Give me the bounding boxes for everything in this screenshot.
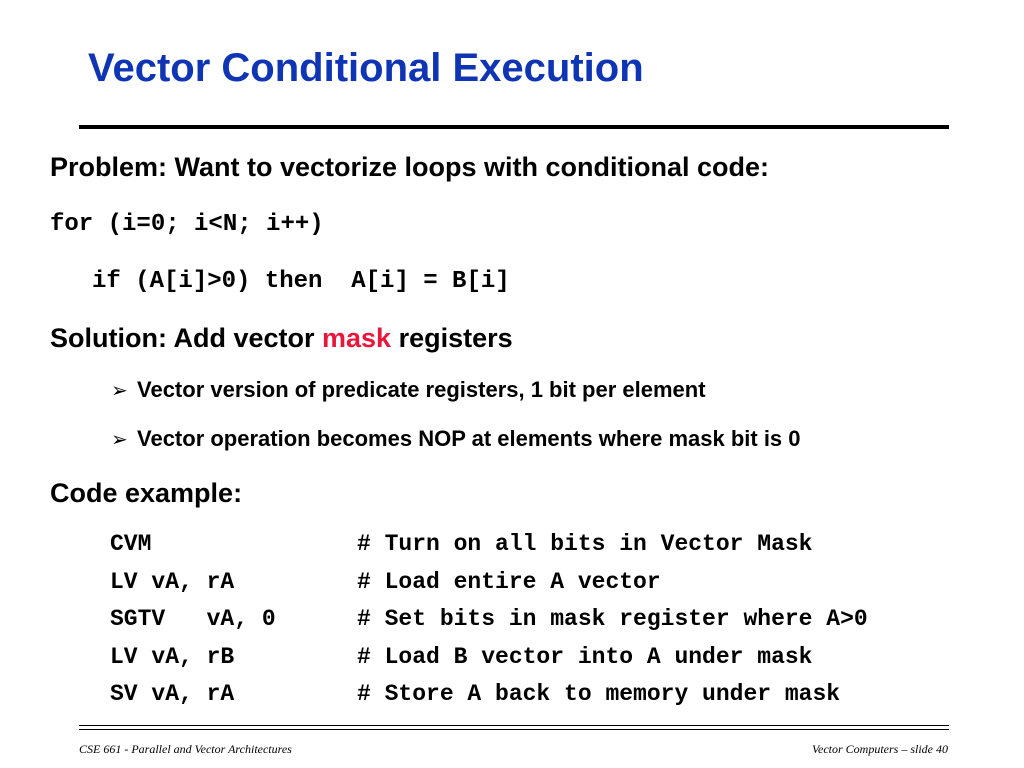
- footer-divider-bottom: [79, 729, 949, 730]
- solution-prefix: Solution: Add vector: [50, 323, 322, 353]
- footer-divider-top: [79, 725, 949, 726]
- loop-code-line-2: if (A[i]>0) then A[i] = B[i]: [92, 268, 510, 295]
- code-instruction: SGTV vA, 0: [110, 606, 276, 632]
- title-divider: [79, 125, 949, 129]
- arrow-bullet-icon: ➢: [111, 427, 128, 451]
- sub-bullet: ➢ Vector version of predicate registers, …: [111, 379, 706, 401]
- code-comment: # Load B vector into A under mask: [357, 643, 813, 670]
- code-row: LV vA, rB # Load B vector into A under ma…: [110, 644, 868, 682]
- code-example-table: CVM # Turn on all bits in Vector Mask LV …: [110, 531, 868, 719]
- problem-statement: Problem: Want to vectorize loops with co…: [50, 152, 770, 182]
- code-comment: # Load entire A vector: [357, 568, 661, 595]
- code-instruction: LV vA, rB: [110, 643, 235, 670]
- solution-highlight-mask: mask: [322, 323, 392, 353]
- sub-bullet: ➢ Vector operation becomes NOP at element…: [111, 428, 801, 450]
- loop-code-line-1: for (i=0; i<N; i++): [50, 211, 324, 238]
- code-instruction: CVM: [110, 531, 152, 557]
- code-instruction: LV vA, rA: [110, 568, 235, 595]
- footer-topic: Vector Computers: [812, 742, 899, 756]
- slide-title: Vector Conditional Execution: [88, 46, 644, 90]
- code-instruction: SV vA, rA: [110, 681, 235, 707]
- code-comment: # Store A back to memory under mask: [357, 681, 841, 707]
- code-comment: # Turn on all bits in Vector Mask: [357, 531, 813, 557]
- code-row: SV vA, rA # Store A back to memory under …: [110, 681, 868, 719]
- footer-separator: –: [898, 742, 911, 756]
- solution-statement: Solution: Add vector mask registers: [50, 325, 513, 352]
- code-row: CVM # Turn on all bits in Vector Mask: [110, 531, 868, 569]
- footer-slide-info: Vector Computers – slide 40: [812, 742, 948, 757]
- code-row: LV vA, rA # Load entire A vector: [110, 569, 868, 607]
- solution-suffix: registers: [391, 323, 513, 353]
- code-example-heading: Code example:: [50, 478, 243, 508]
- footer-slide-number: slide 40: [910, 742, 948, 756]
- sub-bullet-text: Vector operation becomes NOP at elements…: [137, 426, 801, 451]
- code-row: SGTV vA, 0 # Set bits in mask register wh…: [110, 606, 868, 644]
- footer-course: CSE 661 - Parallel and Vector Architectu…: [79, 742, 292, 756]
- sub-bullet-text: Vector version of predicate registers, 1…: [137, 377, 706, 402]
- code-comment: # Set bits in mask register where A>0: [357, 606, 868, 632]
- arrow-bullet-icon: ➢: [111, 378, 128, 402]
